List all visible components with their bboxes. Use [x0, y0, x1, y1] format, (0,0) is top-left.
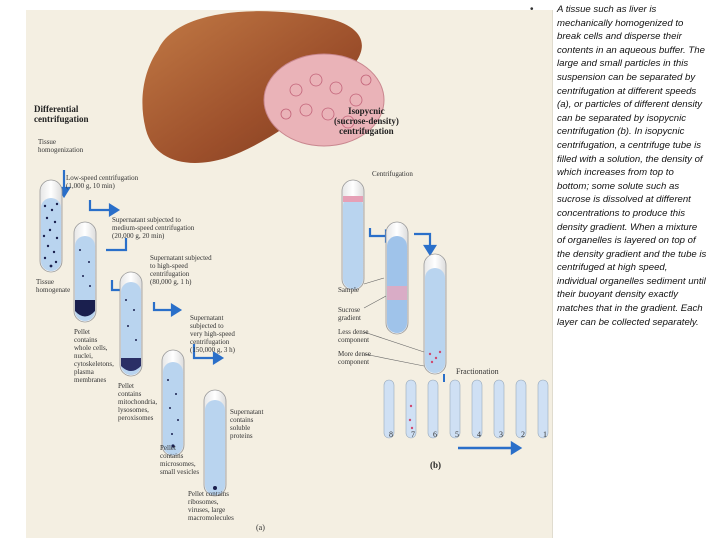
fraction-number: 2 [521, 430, 525, 439]
label-soluble-proteins: Supernatant contains soluble proteins [230, 408, 264, 440]
description-text: A tissue such as liver is mechanically h… [557, 4, 707, 328]
centrifugation-illustration [39, 11, 549, 497]
tube-4 [161, 349, 185, 457]
fraction-number: 4 [477, 430, 481, 439]
fraction-number: 6 [433, 430, 437, 439]
label-pellet-1: Pellet contains whole cells, nuclei, cyt… [74, 328, 114, 384]
fraction-number: 8 [389, 430, 393, 439]
fraction-numbers: 8 7 6 5 4 3 2 1 [380, 430, 556, 439]
bullet: • [530, 4, 534, 15]
label-high-speed: Supernatant subjected to high-speed cent… [150, 254, 212, 286]
label-pellet-3: Pellet contains microsomes, small vesicl… [160, 444, 200, 476]
tube-1 [39, 179, 63, 273]
fraction-tubes [383, 379, 549, 439]
fraction-number: 5 [455, 430, 459, 439]
gradient-tube-2 [385, 221, 409, 335]
label-sucrose-gradient: Sucrose gradient [338, 306, 361, 322]
panel-a-label: (a) [256, 523, 265, 532]
label-medium-speed: Supernatant subjected to medium-speed ce… [112, 216, 195, 240]
differential-heading: Differential centrifugation [34, 104, 89, 124]
label-tissue-homogenization: Tissue homogenization [38, 138, 84, 154]
figure-panel: Differential centrifugation Isopycnic (s… [26, 10, 553, 538]
fraction-number: 7 [411, 430, 415, 439]
liver-illustration [142, 11, 362, 163]
gradient-tube-1 [341, 179, 365, 291]
tube-5 [203, 389, 227, 497]
label-less-dense: Less dense component [338, 328, 370, 344]
isopycnic-heading: Isopycnic (sucrose-density) centrifugati… [334, 106, 399, 136]
gradient-tube-3 [423, 253, 447, 375]
label-more-dense: More dense component [338, 350, 371, 366]
label-very-high-speed: Supernatant subjected to very high-speed… [190, 314, 235, 354]
tube-2 [73, 221, 97, 323]
fraction-number: 1 [543, 430, 547, 439]
direction-arrow [458, 440, 523, 456]
tube-3 [119, 271, 143, 377]
label-centrifugation: Centrifugation [372, 170, 413, 178]
label-tissue-homogenate: Tissue homogenate [36, 278, 71, 294]
panel-b-label: (b) [430, 460, 441, 470]
label-pellet-4: Pellet contains ribosomes, viruses, larg… [188, 490, 234, 522]
label-fractionation: Fractionation [456, 367, 499, 376]
fraction-number: 3 [499, 430, 503, 439]
label-pellet-2: Pellet contains mitochondria, lysosomes,… [118, 382, 158, 422]
label-sample: Sample [338, 286, 359, 294]
label-low-speed: Low-speed centrifugation (1,000 g, 10 mi… [66, 174, 139, 190]
